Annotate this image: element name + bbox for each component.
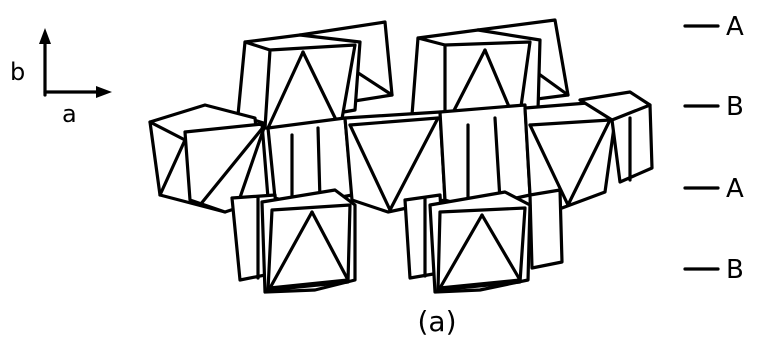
a-axis-label: a <box>62 100 77 128</box>
b-axis-arrowhead <box>39 28 51 44</box>
b-axis-label: b <box>10 58 25 86</box>
figure-caption: (a) <box>417 305 456 338</box>
layer-label-2: B <box>726 92 744 122</box>
octahedron-bottom-left <box>262 190 355 292</box>
polyhedra-framework <box>150 20 652 292</box>
layer-label-3: A <box>726 174 744 204</box>
a-axis-arrowhead <box>96 86 112 98</box>
octahedron-bottom-back-far-right <box>530 190 562 268</box>
layer-label-1: A <box>726 12 744 42</box>
octahedron-bottom-right <box>430 192 530 292</box>
octahedron-top-left <box>238 35 360 130</box>
octahedron-mid-center-right <box>440 105 530 208</box>
layer-label-4: B <box>726 255 744 285</box>
axis-indicator: b a <box>10 28 112 128</box>
layer-labels: A B A B <box>685 12 744 285</box>
